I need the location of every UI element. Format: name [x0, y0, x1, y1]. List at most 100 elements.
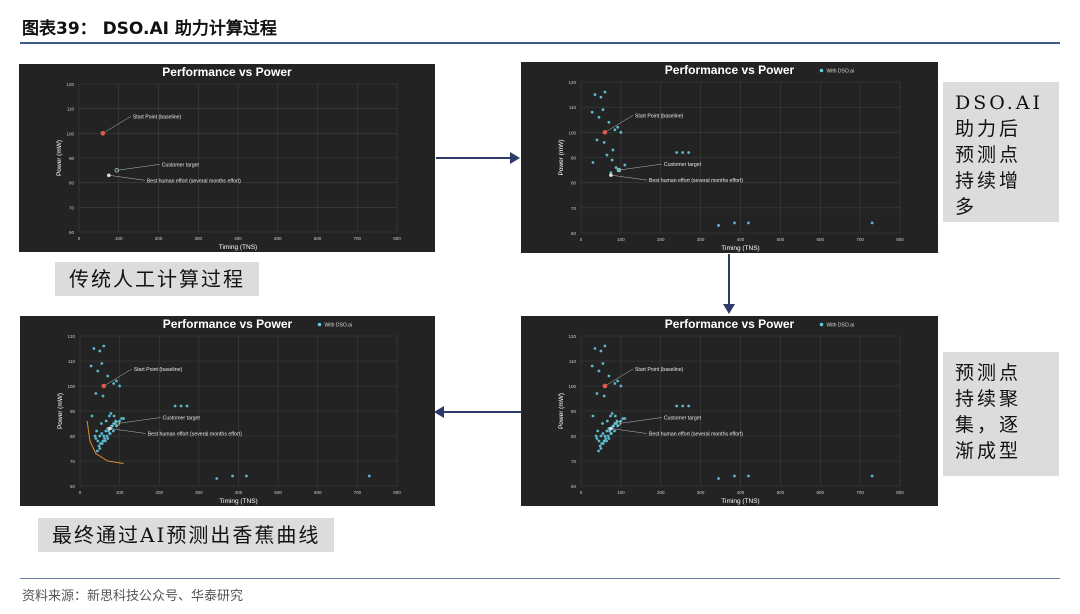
y-tick-label: 70: [571, 206, 577, 211]
y-tick-label: 110: [569, 105, 577, 110]
annotation-label: Customer target: [163, 416, 201, 422]
data-point: [608, 429, 612, 433]
data-point: [605, 419, 609, 423]
x-tick-label: 500: [274, 236, 282, 241]
x-tick-label: 100: [617, 490, 625, 495]
data-point: [606, 434, 610, 438]
data-point: [623, 417, 627, 420]
annotation-leader: [610, 174, 647, 181]
best-human-marker: [609, 426, 613, 431]
data-point: [870, 221, 874, 225]
data-point: [747, 474, 750, 478]
y-tick-label: 80: [571, 434, 577, 439]
data-point: [90, 414, 94, 418]
legend-marker: [317, 322, 322, 327]
y-tick-label: 80: [69, 181, 75, 186]
annotation-label: Customer target: [664, 162, 702, 168]
x-tick-label: 400: [235, 490, 243, 495]
annotation-leader: [103, 368, 132, 387]
data-point: [173, 404, 177, 408]
y-tick-label: 90: [70, 409, 76, 414]
label-traditional: 传统人工计算过程: [55, 262, 259, 296]
data-point: [613, 382, 617, 385]
y-tick-label: 90: [69, 156, 75, 161]
data-point: [112, 414, 116, 418]
x-tick-label: 600: [816, 237, 824, 242]
data-point: [591, 161, 595, 164]
data-point: [601, 422, 604, 425]
data-point: [93, 434, 97, 438]
annotation-label: Best human effort (several months effort…: [649, 178, 743, 184]
x-tick-label: 600: [314, 490, 322, 495]
data-point: [599, 447, 603, 450]
x-tick-label: 500: [274, 490, 282, 495]
x-axis-label: Timing (TNS): [721, 245, 759, 252]
start-point-marker: [602, 130, 608, 135]
data-point: [593, 347, 597, 350]
title-rule: [20, 42, 1060, 44]
data-point: [100, 442, 104, 445]
chart-title: Performance vs Power: [162, 65, 292, 79]
chart-title: Performance vs Power: [665, 63, 795, 77]
y-tick-label: 100: [568, 384, 576, 389]
label-line: 持续增: [955, 170, 1022, 192]
customer-target-marker: [616, 421, 622, 426]
data-point: [616, 125, 620, 129]
x-tick-label: 800: [896, 490, 904, 495]
data-point: [96, 439, 100, 443]
x-tick-label: 200: [657, 237, 665, 242]
data-point: [681, 404, 685, 408]
legend-label: With DSO.ai: [827, 323, 855, 329]
data-point: [614, 422, 618, 425]
data-point: [607, 120, 611, 124]
data-point: [594, 434, 598, 438]
data-point: [106, 374, 110, 378]
y-tick-label: 120: [66, 82, 74, 87]
data-point: [103, 439, 107, 443]
annotation-label: Start Point (baseline): [635, 367, 684, 373]
data-point: [681, 151, 685, 154]
start-point-marker: [100, 131, 106, 136]
chart-title: Performance vs Power: [665, 317, 795, 331]
data-point: [609, 414, 612, 418]
customer-target-marker: [115, 421, 120, 426]
customer-target-marker: [114, 168, 119, 173]
data-point: [118, 384, 122, 388]
data-point: [611, 148, 615, 152]
y-tick-label: 60: [571, 484, 577, 489]
data-point: [602, 439, 606, 443]
data-point: [623, 163, 627, 167]
data-point: [602, 394, 606, 398]
data-point: [107, 429, 110, 433]
data-point: [596, 429, 600, 433]
label-converge: 预测点 持续聚 集，逐 渐成型: [943, 352, 1059, 476]
data-point: [595, 392, 599, 395]
data-point: [109, 412, 113, 415]
data-point: [96, 449, 99, 453]
data-point: [602, 141, 606, 144]
y-tick-label: 60: [571, 231, 577, 236]
data-point: [614, 166, 618, 169]
x-axis-label: Timing (TNS): [721, 498, 759, 505]
data-point: [605, 429, 609, 433]
data-point: [590, 110, 594, 114]
y-tick-label: 70: [571, 459, 577, 464]
y-tick-label: 120: [568, 334, 576, 339]
data-point: [717, 224, 720, 227]
legend-label: With DSO.ai: [827, 69, 855, 75]
data-point: [607, 374, 611, 378]
data-point: [95, 429, 99, 433]
annotation-leader: [108, 175, 145, 181]
data-point: [597, 369, 601, 373]
annotation-label: Start Point (baseline): [134, 367, 183, 373]
x-tick-label: 600: [314, 236, 322, 241]
data-point: [599, 349, 603, 353]
data-point: [120, 417, 124, 420]
data-point: [100, 432, 104, 435]
annotation-label: Best human effort (several months effort…: [148, 432, 242, 438]
annotation-label: Start Point (baseline): [635, 113, 684, 119]
data-point: [89, 364, 93, 368]
data-point: [621, 417, 625, 420]
